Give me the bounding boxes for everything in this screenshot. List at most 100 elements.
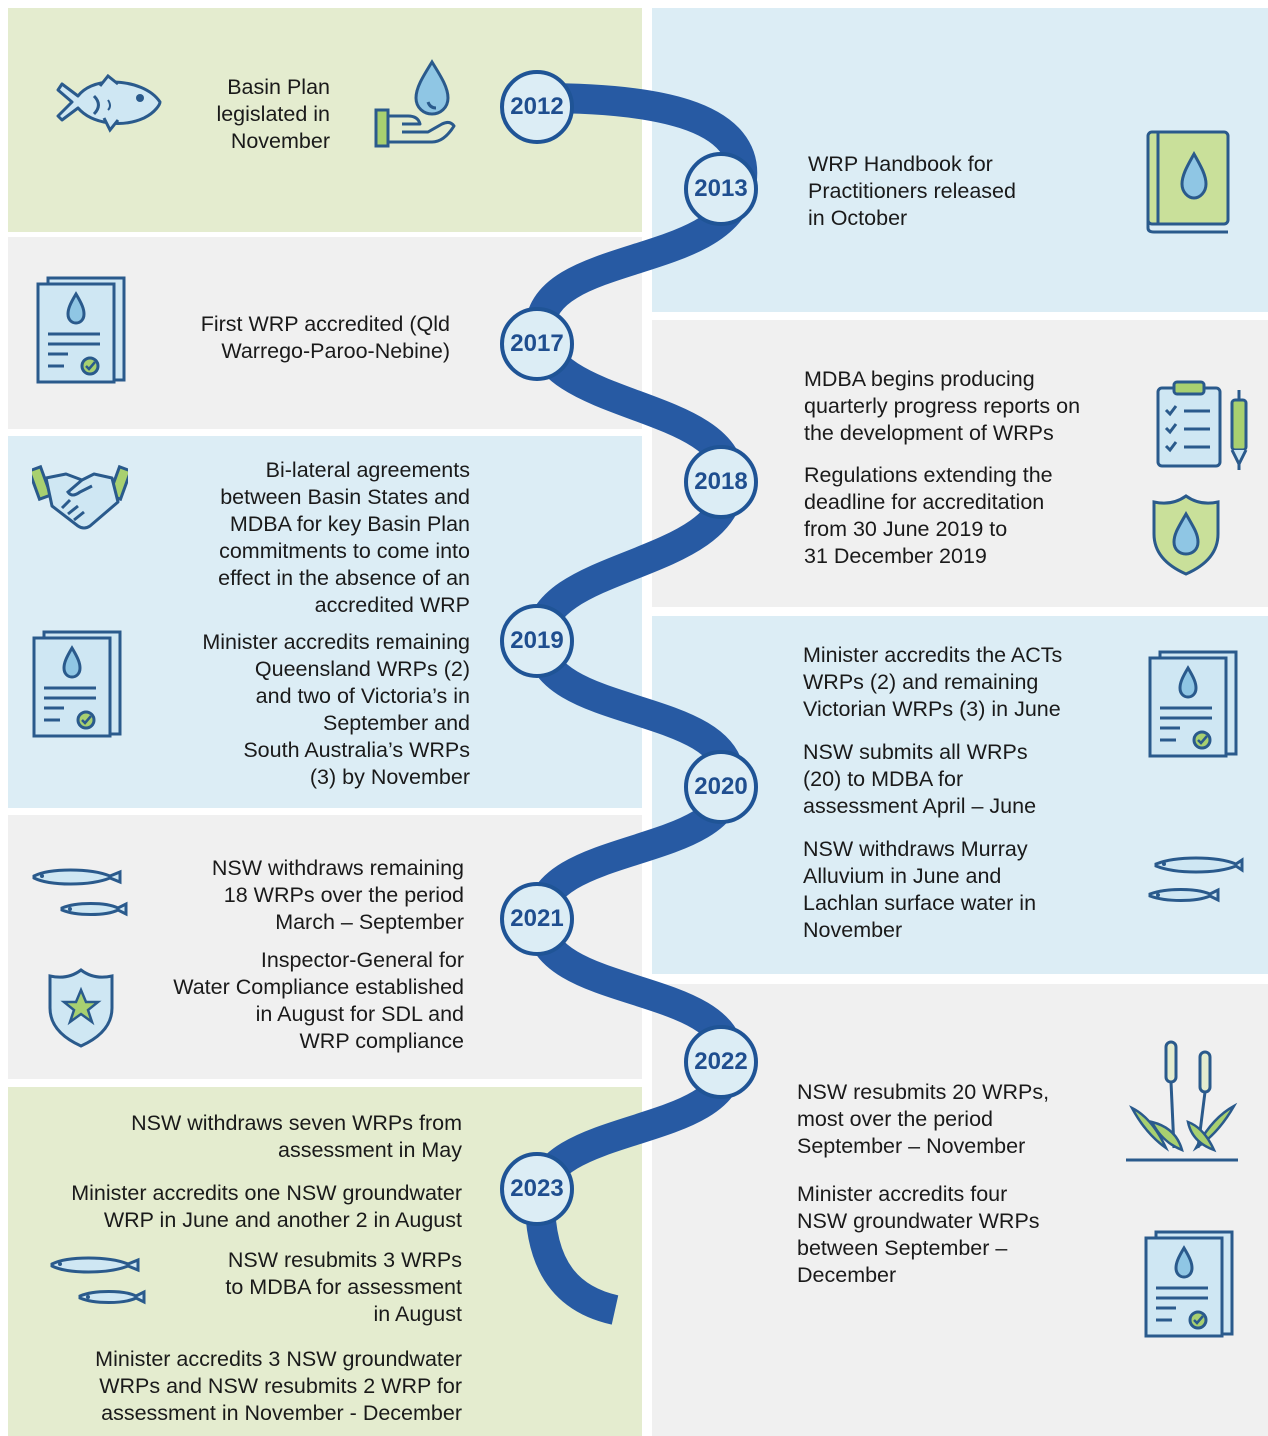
reeds-icon — [1126, 1040, 1238, 1162]
event-line: accredited WRP — [314, 593, 470, 617]
event-line: NSW withdraws Murray — [803, 837, 1028, 861]
event-line: Victorian WRPs (3) in June — [803, 697, 1061, 721]
event-line: Practitioners released — [808, 179, 1016, 203]
event-line: Minister accredits four — [797, 1182, 1008, 1206]
event-line: NSW withdraws remaining — [211, 856, 464, 880]
year-2012: 2012 — [500, 70, 574, 144]
event-line: MDBA begins producing — [804, 367, 1035, 391]
year-2017: 2017 — [500, 307, 574, 381]
event-line: 18 WRPs over the period — [223, 883, 464, 907]
event-2023-accredits-three: Minister accredits 3 NSW groundwater WRP… — [30, 1346, 462, 1427]
event-2013: WRP Handbook for Practitioners released … — [808, 151, 1016, 232]
year-2019: 2019 — [500, 604, 574, 678]
event-line: Bi-lateral agreements — [265, 458, 470, 482]
event-line: NSW submits all WRPs — [803, 740, 1028, 764]
event-line: Lachlan surface water in — [803, 891, 1037, 915]
event-line: Queensland WRPs (2) — [254, 657, 470, 681]
event-2023-withdraws: NSW withdraws seven WRPs from assessment… — [40, 1110, 462, 1164]
document-check-icon — [32, 630, 122, 738]
event-line: Minister accredits one NSW groundwater — [71, 1181, 462, 1205]
event-2018-regulations: Regulations extending the deadline for a… — [804, 462, 1053, 570]
event-2023-resubmits: NSW resubmits 3 WRPs to MDBA for assessm… — [160, 1247, 462, 1328]
event-2022-accredits: Minister accredits four NSW groundwater … — [797, 1181, 1040, 1289]
handshake-icon — [32, 464, 128, 530]
event-line: most over the period — [797, 1107, 993, 1131]
event-2019-accredits: Minister accredits remaining Queensland … — [130, 629, 470, 791]
event-line: effect in the absence of an — [218, 566, 470, 590]
event-line: from 30 June 2019 to — [804, 517, 1008, 541]
event-line: deadline for accreditation — [804, 490, 1045, 514]
event-2021-withdraws: NSW withdraws remaining 18 WRPs over the… — [130, 855, 464, 936]
event-line: November — [230, 129, 330, 153]
event-line: NSW resubmits 3 WRPs — [227, 1248, 462, 1272]
event-line: Warrego-Paroo-Nebine) — [221, 339, 450, 363]
event-2021-inspector: Inspector-General for Water Compliance e… — [130, 947, 464, 1055]
year-2020: 2020 — [684, 750, 758, 824]
handbook-icon — [1146, 130, 1230, 234]
event-line: assessment in May — [277, 1138, 462, 1162]
event-line: 31 December 2019 — [804, 544, 987, 568]
pen-icon — [1230, 390, 1248, 470]
event-line: MDBA for key Basin Plan — [229, 512, 470, 536]
event-line: December — [797, 1263, 897, 1287]
year-2022: 2022 — [684, 1025, 758, 1099]
event-line: in October — [808, 206, 908, 230]
year-2018: 2018 — [684, 445, 758, 519]
event-line: commitments to come into — [219, 539, 470, 563]
event-2020-nsw-withdraws: NSW withdraws Murray Alluvium in June an… — [803, 836, 1036, 944]
event-line: First WRP accredited (Qld — [200, 312, 450, 336]
event-2022-resubmits: NSW resubmits 20 WRPs, most over the per… — [797, 1079, 1049, 1160]
document-check-icon — [1144, 1230, 1234, 1338]
shield-star-icon — [48, 968, 114, 1048]
event-line: March – September — [275, 910, 464, 934]
event-line: WRPs and NSW resubmits 2 WRP for — [99, 1374, 462, 1398]
event-line: WRP Handbook for — [808, 152, 993, 176]
event-line: between Basin States and — [220, 485, 470, 509]
event-line: Minister accredits remaining — [202, 630, 470, 654]
event-2020-nsw-submits: NSW submits all WRPs (20) to MDBA for as… — [803, 739, 1036, 820]
shield-water-drop-icon — [1152, 494, 1220, 576]
year-2013: 2013 — [684, 152, 758, 226]
event-line: assessment April – June — [803, 794, 1037, 818]
event-line: Inspector-General for — [260, 948, 464, 972]
event-line: to MDBA for assessment — [225, 1275, 462, 1299]
event-line: (20) to MDBA for — [803, 767, 964, 791]
event-2018-reports: MDBA begins producing quarterly progress… — [804, 366, 1080, 447]
event-line: Minister accredits the ACTs — [803, 643, 1063, 667]
event-line: between September – — [797, 1236, 1008, 1260]
event-line: in August — [373, 1302, 462, 1326]
document-check-icon — [1148, 650, 1238, 758]
event-line: Water Compliance established — [173, 975, 464, 999]
event-line: South Australia’s WRPs — [243, 738, 470, 762]
event-2020-act: Minister accredits the ACTs WRPs (2) and… — [803, 642, 1062, 723]
event-line: Minister accredits 3 NSW groundwater — [95, 1347, 462, 1371]
event-2019-bilateral: Bi-lateral agreements between Basin Stat… — [130, 457, 470, 619]
event-2017: First WRP accredited (Qld Warrego-Paroo-… — [100, 311, 450, 365]
clipboard-checklist-icon — [1156, 380, 1222, 468]
event-line: assessment in November - December — [101, 1401, 462, 1425]
year-2023: 2023 — [500, 1152, 574, 1226]
fish-icon — [56, 74, 162, 133]
event-2023-accredits-one: Minister accredits one NSW groundwater W… — [20, 1180, 462, 1234]
event-line: Alluvium in June and — [803, 864, 1002, 888]
event-line: WRP compliance — [299, 1029, 465, 1053]
year-2021: 2021 — [500, 882, 574, 956]
event-line: WRPs (2) and remaining — [803, 670, 1039, 694]
small-fish-icon — [1148, 856, 1244, 903]
event-line: November — [803, 918, 903, 942]
event-line: (3) by November — [309, 765, 470, 789]
event-line: quarterly progress reports on — [804, 394, 1081, 418]
event-line: NSW resubmits 20 WRPs, — [797, 1080, 1050, 1104]
event-line: in August for SDL and — [255, 1002, 464, 1026]
hand-water-drop-icon — [374, 59, 456, 148]
event-line: Basin Plan — [227, 75, 330, 99]
event-line: NSW groundwater WRPs — [797, 1209, 1040, 1233]
document-check-icon — [36, 276, 126, 384]
event-2012: Basin Plan legislated in November — [150, 74, 330, 155]
event-line: WRP in June and another 2 in August — [103, 1208, 462, 1232]
event-line: September and — [322, 711, 470, 735]
event-line: September – November — [797, 1134, 1026, 1158]
event-line: legislated in — [216, 102, 330, 126]
event-line: Regulations extending the — [804, 463, 1053, 487]
